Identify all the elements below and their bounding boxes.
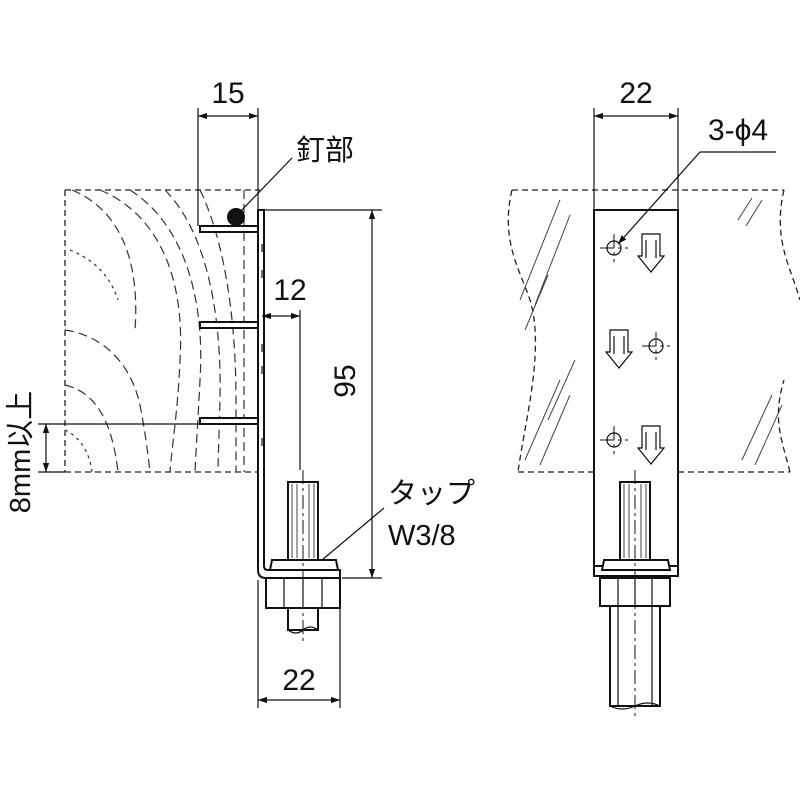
dim-15-text: 15 [211, 77, 244, 110]
dim-95-text: 95 [329, 364, 362, 397]
embed-depth-label: 8mm以上 [5, 391, 37, 513]
bolt-side [265, 470, 341, 645]
nail-dot [227, 208, 245, 226]
front-view: 22 3-ϕ4 [507, 77, 800, 720]
holes-callout: 3-ϕ4 [617, 114, 776, 245]
tap-label-2: W3/8 [388, 520, 456, 552]
tap-label-1: タップ [388, 478, 475, 510]
dimension-22-bottom: 22 [257, 580, 341, 708]
dimension-95: 95 [264, 209, 382, 579]
dimension-15: 15 [197, 77, 259, 226]
dim-22-bottom-text: 22 [282, 664, 315, 697]
nail-part-callout: 釘部 [239, 134, 354, 213]
bolt-front [599, 470, 672, 720]
nail-part-label: 釘部 [296, 134, 354, 167]
prong-arrows [604, 233, 666, 465]
side-view: 15 釘部 12 95 22 [5, 77, 475, 708]
embed-depth-dimension: 8mm以上 [5, 391, 200, 513]
tap-callout: タップ W3/8 [321, 478, 475, 561]
l-bracket-side [257, 209, 341, 579]
dim-12-text: 12 [273, 274, 306, 307]
nail-prongs [199, 222, 259, 428]
wood-block-side [64, 189, 262, 473]
dimension-22-top: 22 [593, 77, 679, 210]
dim-22-top-text: 22 [619, 77, 652, 110]
holes-label: 3-ϕ4 [708, 114, 768, 147]
dimension-12: 12 [262, 274, 307, 470]
mounting-holes [600, 234, 670, 454]
